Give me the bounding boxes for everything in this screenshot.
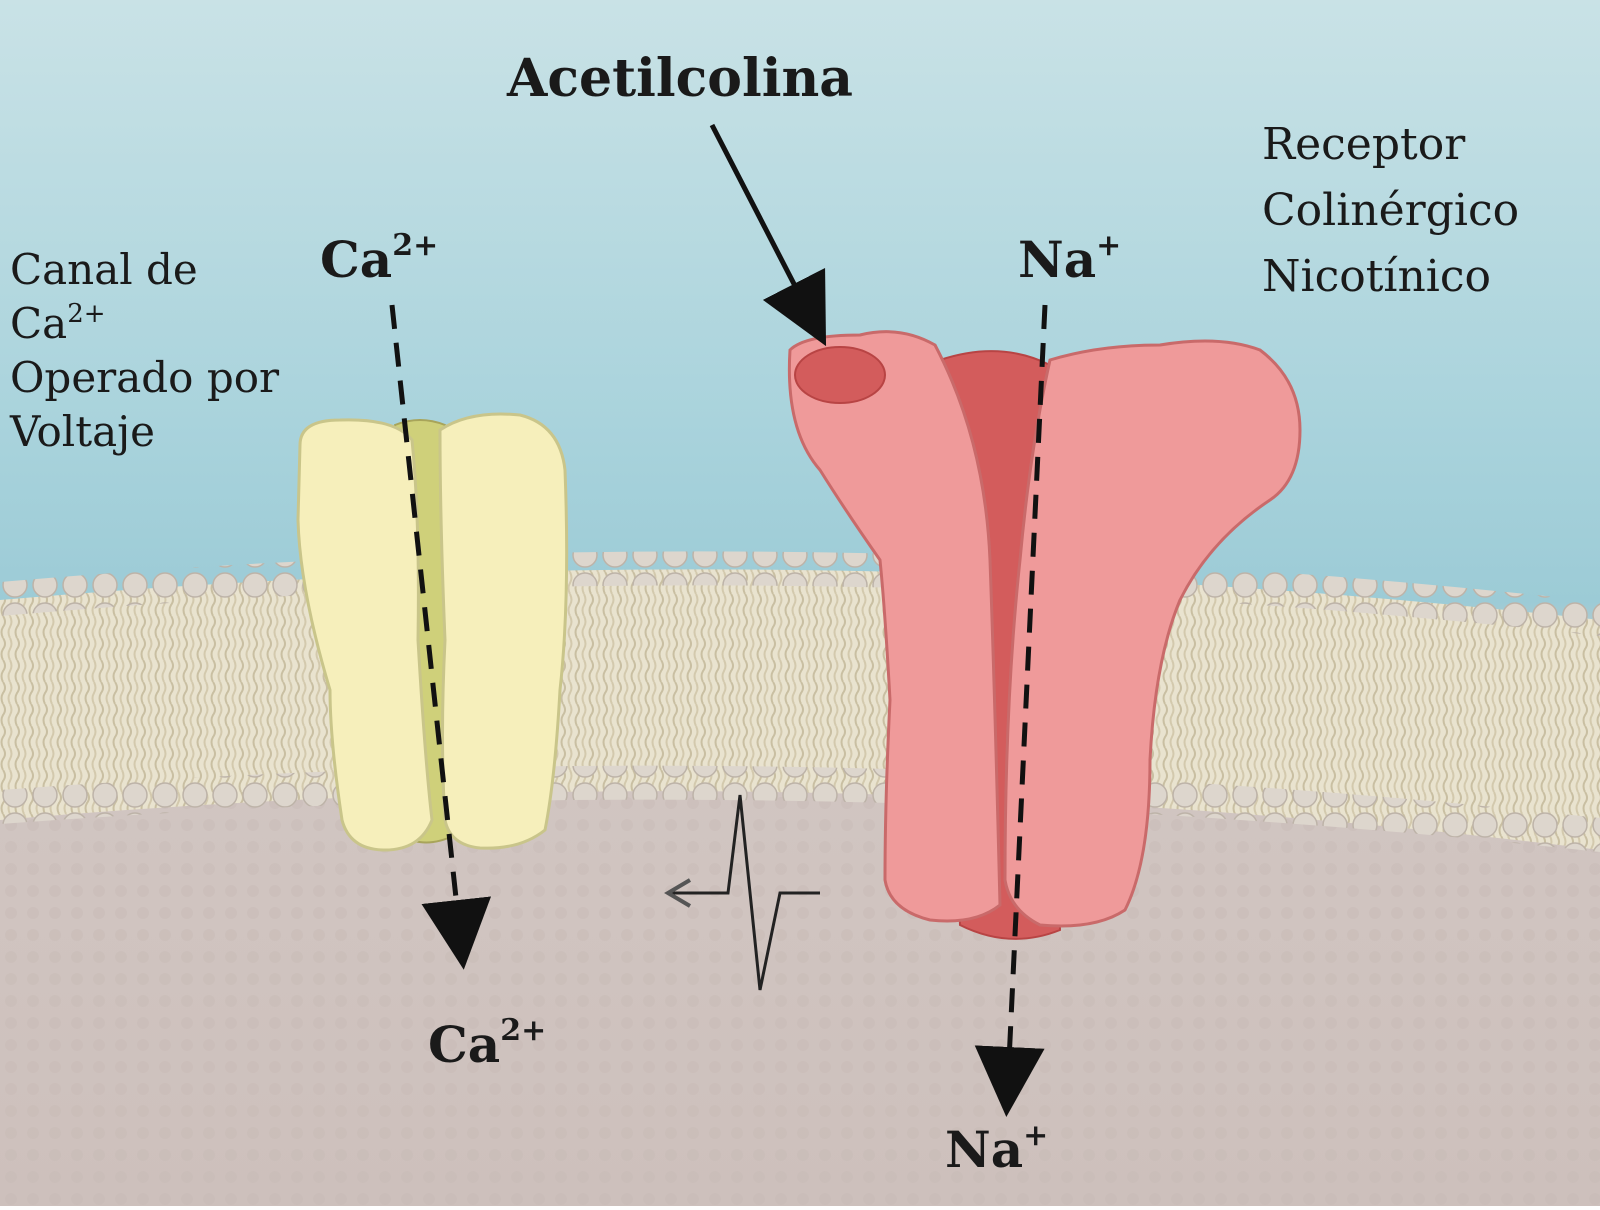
calcium-top-charge: 2+	[392, 228, 439, 263]
calcium-flow-dashed-arrow-icon	[389, 304, 492, 970]
channel-label-ca: Ca	[10, 299, 68, 348]
channel-label-line3: Operado por	[10, 353, 280, 402]
calcium-bottom-symbol: Ca	[428, 1015, 501, 1074]
receptor-label: Receptor Colinérgico Nicotínico	[1262, 112, 1519, 310]
receptor-label-line1: Receptor	[1262, 119, 1466, 170]
sodium-top-charge: +	[1096, 228, 1122, 263]
acetylcholine-label: Acetilcolina	[507, 48, 853, 109]
receptor-label-line2: Colinérgico	[1262, 185, 1520, 236]
channel-label-line1: Canal de	[10, 245, 198, 294]
sodium-flow-dashed-arrow-icon	[974, 304, 1048, 1117]
intracellular-surface	[0, 770, 1600, 1206]
sodium-ion-bottom: Na+	[945, 1120, 1048, 1179]
sodium-top-symbol: Na	[1018, 230, 1097, 289]
channel-label-charge: 2+	[67, 299, 106, 329]
calcium-ion-top: Ca2+	[320, 230, 438, 289]
sodium-bottom-symbol: Na	[945, 1120, 1024, 1179]
channel-label-line2: Ca2+	[10, 297, 279, 351]
calcium-channel	[296, 412, 569, 852]
calcium-bottom-charge: 2+	[500, 1013, 547, 1048]
calcium-top-symbol: Ca	[320, 230, 393, 289]
receptor-label-line3: Nicotínico	[1262, 251, 1492, 302]
sodium-ion-top: Na+	[1018, 230, 1121, 289]
action-potential-icon	[664, 794, 820, 991]
channel-label-line4: Voltaje	[10, 407, 155, 456]
channel-label: Canal de Ca2+ Operado por Voltaje	[10, 243, 279, 459]
sodium-bottom-charge: +	[1023, 1118, 1049, 1153]
acetylcholine-arrow-icon	[709, 123, 827, 347]
nicotinic-receptor	[787, 330, 1302, 940]
calcium-ion-bottom: Ca2+	[428, 1015, 546, 1074]
